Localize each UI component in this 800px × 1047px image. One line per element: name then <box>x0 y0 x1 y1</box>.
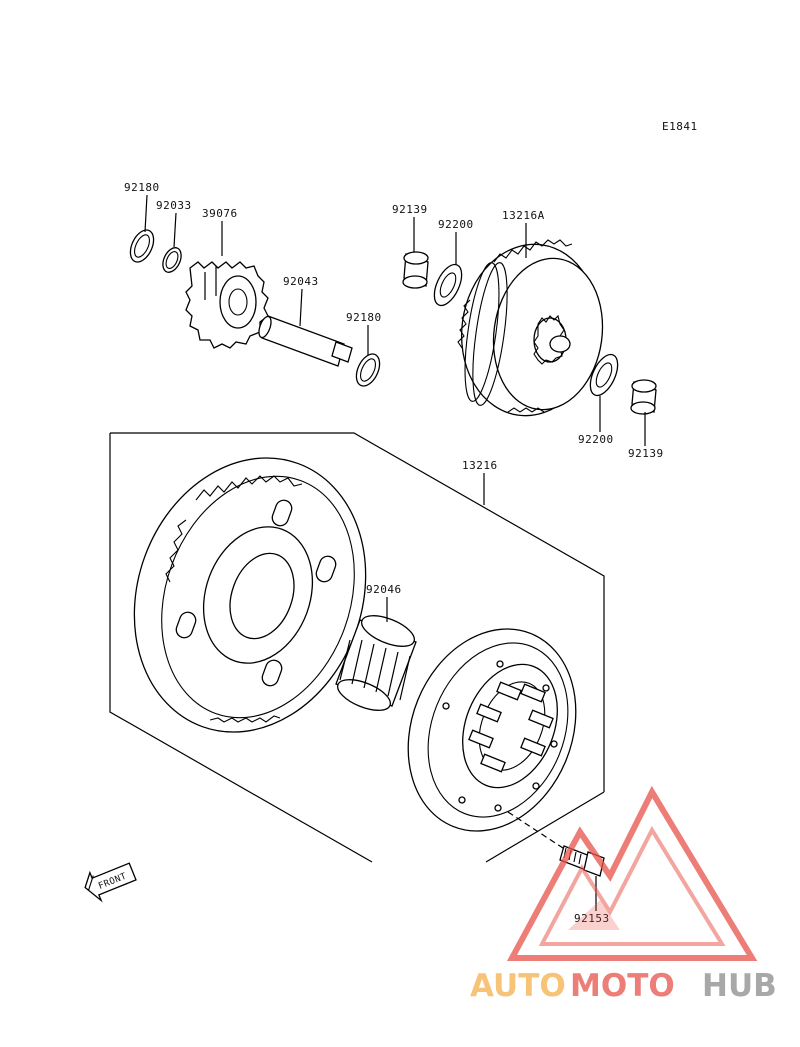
bushing-92139-top <box>402 251 429 289</box>
clutch-housing <box>407 628 577 832</box>
label-92153: 92153 <box>574 912 610 925</box>
label-92200-a: 92200 <box>438 218 474 231</box>
watermark-text-moto: MOTO <box>570 968 675 1004</box>
bushing-92139-lower <box>630 379 657 415</box>
label-39076: 39076 <box>202 207 238 220</box>
washer-92180-lower <box>355 353 381 387</box>
washer-92180-top <box>129 229 155 263</box>
circlip-92033 <box>162 247 182 273</box>
washer-92200-top <box>433 263 463 307</box>
label-13216: 13216 <box>462 459 498 472</box>
watermark-text-hub: HUB <box>702 968 777 1004</box>
label-92043: 92043 <box>283 275 319 288</box>
shaft-92043 <box>258 315 353 367</box>
washer-92200-lower <box>589 353 619 397</box>
gear-39076 <box>185 261 269 349</box>
needle-bearing-92046 <box>335 615 417 711</box>
assembly-outline <box>109 432 605 863</box>
label-92033: 92033 <box>156 199 192 212</box>
label-92046: 92046 <box>366 583 402 596</box>
label-92139-a: 92139 <box>392 203 428 216</box>
diagram-code: E1841 <box>662 120 698 133</box>
front-arrow-icon: FRONT <box>84 862 137 903</box>
label-92180-b: 92180 <box>346 311 382 324</box>
label-92200-b: 92200 <box>578 433 614 446</box>
watermark-logo: AUTO MOTO HUB <box>470 785 777 1004</box>
watermark-text-auto: AUTO <box>470 968 566 1004</box>
label-92180-a: 92180 <box>124 181 160 194</box>
label-13216A: 13216A <box>502 209 545 222</box>
gear-13216A <box>457 239 604 417</box>
bolt-axis-line <box>507 811 567 851</box>
label-92139-b: 92139 <box>628 447 664 460</box>
starter-gear-13216 <box>133 457 367 733</box>
